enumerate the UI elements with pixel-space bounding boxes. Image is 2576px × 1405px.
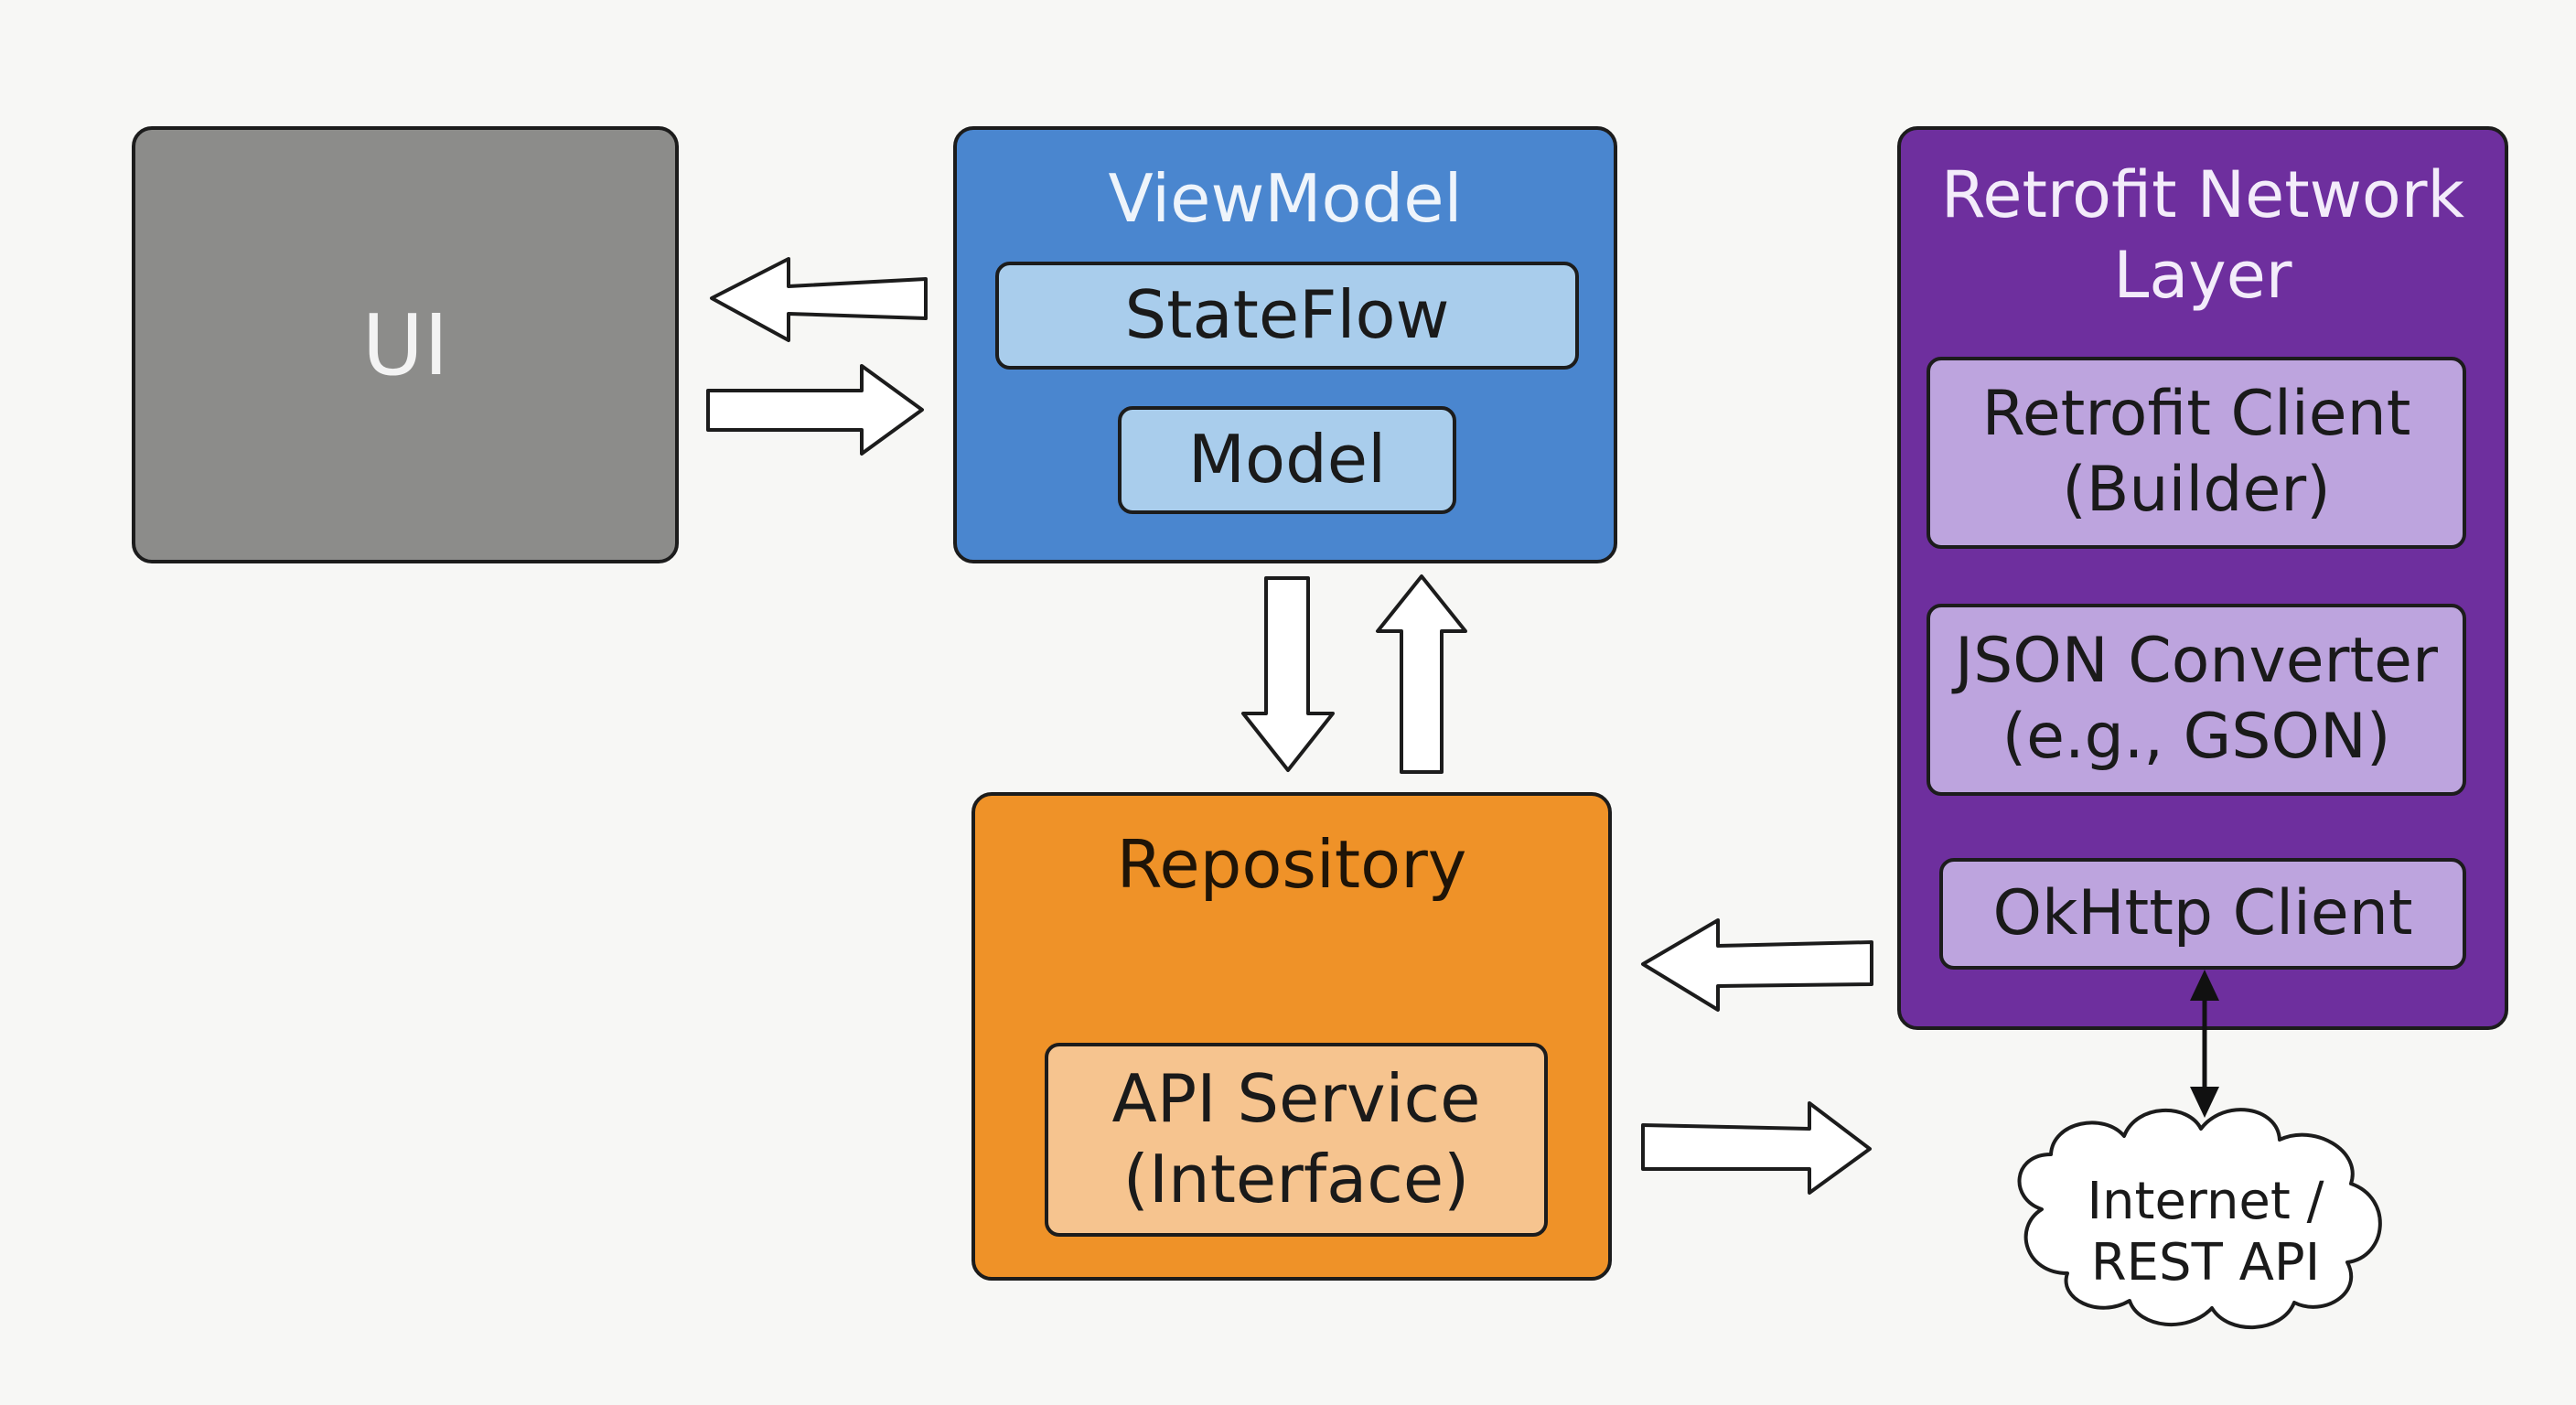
api-service-sublabel: (Interface) xyxy=(1122,1141,1470,1217)
retrofit-title: Retrofit Network Layer xyxy=(1901,156,2505,316)
viewmodel-block: ViewModel StateFlow Model xyxy=(953,126,1617,563)
model-block: Model xyxy=(1118,406,1456,514)
json-converter-label: JSON Converter xyxy=(1955,625,2438,698)
stateflow-label: StateFlow xyxy=(1124,276,1450,354)
json-converter-block: JSON Converter (e.g., GSON) xyxy=(1927,604,2466,796)
internet-label-line1: Internet / xyxy=(2087,1171,2324,1231)
internet-cloud-icon xyxy=(2017,1108,2382,1329)
repository-to-retrofit-arrow xyxy=(1641,1101,1872,1195)
okhttp-internet-connector xyxy=(2190,970,2219,1118)
viewmodel-title: ViewModel xyxy=(1108,160,1463,237)
okhttp-client-label: OkHttp Client xyxy=(1992,876,2413,949)
retrofit-to-repository-arrow xyxy=(1641,918,1873,1012)
internet-label-line2: REST API xyxy=(2090,1233,2321,1292)
api-service-block: API Service (Interface) xyxy=(1045,1043,1548,1237)
model-label: Model xyxy=(1187,421,1387,499)
repository-title: Repository xyxy=(1116,826,1467,903)
internet-rest-api-label: Internet / REST API xyxy=(2009,1154,2402,1310)
json-converter-sublabel: (e.g., GSON) xyxy=(2002,701,2391,773)
ui-block: UI xyxy=(132,126,679,563)
retrofit-client-sublabel: (Builder) xyxy=(2062,454,2331,526)
ui-to-viewmodel-arrow xyxy=(706,364,924,456)
api-service-label: API Service xyxy=(1111,1060,1481,1138)
stateflow-block: StateFlow xyxy=(995,262,1579,370)
viewmodel-to-repository-arrow xyxy=(1241,576,1335,772)
retrofit-title-line2: Layer xyxy=(2113,237,2292,313)
okhttp-client-block: OkHttp Client xyxy=(1939,858,2466,970)
repository-to-viewmodel-arrow xyxy=(1376,574,1467,774)
repository-block: Repository API Service (Interface) xyxy=(971,792,1612,1281)
ui-label: UI xyxy=(361,295,449,394)
retrofit-network-layer-block: Retrofit Network Layer Retrofit Client (… xyxy=(1897,126,2508,1030)
viewmodel-to-ui-arrow xyxy=(710,257,928,342)
retrofit-client-block: Retrofit Client (Builder) xyxy=(1927,357,2466,549)
retrofit-client-label: Retrofit Client xyxy=(1981,378,2411,451)
retrofit-title-line1: Retrofit Network xyxy=(1940,157,2465,232)
